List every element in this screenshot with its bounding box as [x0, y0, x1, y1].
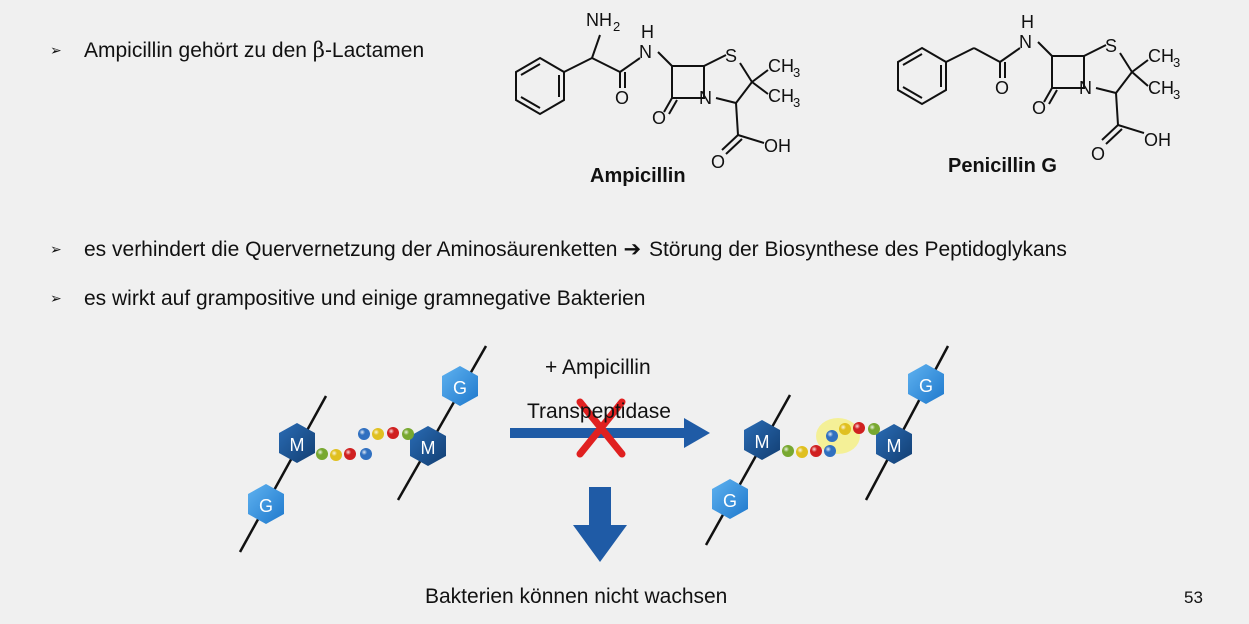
- m-node: M: [279, 423, 315, 463]
- bullet-text: es wirkt auf grampositive und einige gra…: [84, 287, 646, 310]
- crosslinked-structure: M G M G: [704, 345, 950, 546]
- atom-ch3: CH: [768, 56, 794, 76]
- atom-n-ring: N: [699, 88, 712, 108]
- plus-ampicillin-label: + Ampicillin: [545, 356, 651, 379]
- atom-s: S: [725, 46, 737, 66]
- atom-oh: OH: [764, 136, 791, 156]
- bullet-beta-lactam: ➢ Ampicillin gehört zu den β-Lactamen: [50, 37, 424, 64]
- atom-o-lactam: O: [652, 108, 666, 128]
- chemical-structures: NH 2 H N O O S CH 3 CH 3 N O OH H: [515, 10, 1180, 172]
- atom-o-amide: O: [615, 88, 629, 108]
- atom-ch3: CH: [1148, 46, 1174, 66]
- ampicillin-structure: [515, 34, 769, 155]
- atom-o-lactam: O: [1032, 98, 1046, 118]
- m-node: M: [744, 420, 780, 460]
- penicillin-g-structure: [897, 41, 1149, 145]
- bullet-text: es verhindert die Quervernetzung der Ami…: [84, 238, 618, 261]
- atom-ch3-subscript: 3: [1173, 87, 1180, 102]
- atom-ch3: CH: [1148, 78, 1174, 98]
- atom-n: N: [639, 42, 652, 62]
- atom-n-ring: N: [1079, 78, 1092, 98]
- ampicillin-label: Ampicillin: [590, 165, 686, 187]
- g-node-label: G: [723, 491, 737, 511]
- atom-nh2: NH: [586, 10, 612, 30]
- atom-s: S: [1105, 36, 1117, 56]
- bullet-text: Ampicillin gehört zu den: [84, 39, 313, 62]
- atom-oh: OH: [1144, 130, 1171, 150]
- peptide-chain-upper: [358, 427, 414, 440]
- g-node: G: [248, 484, 284, 524]
- bullet-spectrum: ➢ es wirkt auf grampositive und einige gr…: [50, 285, 645, 312]
- bullet-marker: ➢: [50, 290, 62, 306]
- atom-o-acid: O: [1091, 144, 1105, 164]
- m-node-label: M: [290, 435, 305, 455]
- g-node-label: G: [259, 496, 273, 516]
- atom-h: H: [641, 22, 654, 42]
- peptide-chain-crosslinked: [782, 422, 880, 458]
- page-number: 53: [1184, 588, 1203, 607]
- transpeptidase-label: Transpeptidase: [527, 400, 671, 423]
- g-node-label: G: [919, 376, 933, 396]
- bullet-text-consequence: Störung der Biosynthese des Peptidoglyka…: [648, 238, 1067, 261]
- m-node-label: M: [887, 436, 902, 456]
- atom-ch3-subscript: 3: [1173, 55, 1180, 70]
- atom-ch3-subscript: 3: [793, 65, 800, 80]
- down-arrow: [573, 487, 627, 562]
- atom-n: N: [1019, 32, 1032, 52]
- penicillin-g-label: Penicillin G: [948, 155, 1057, 177]
- m-node: M: [410, 426, 446, 466]
- atom-o-amide: O: [995, 78, 1009, 98]
- bullet-text-suffix: -Lactamen: [324, 39, 425, 62]
- g-node-label: G: [453, 378, 467, 398]
- g-node: G: [908, 364, 944, 404]
- blocked-cross-icon: [576, 398, 626, 458]
- penicillin-g-atom-labels: H N O O S CH 3 CH 3 N O OH: [995, 12, 1180, 164]
- atom-o-acid: O: [711, 152, 725, 172]
- atom-nh2-subscript: 2: [613, 19, 620, 34]
- ampicillin-atom-labels: NH 2 H N O O S CH 3 CH 3 N O OH: [586, 10, 800, 172]
- bullet-marker: ➢: [50, 42, 62, 58]
- atom-ch3: CH: [768, 86, 794, 106]
- m-node-label: M: [755, 432, 770, 452]
- m-node: M: [876, 424, 912, 464]
- atom-h: H: [1021, 12, 1034, 32]
- right-arrow-icon: ➔: [623, 238, 642, 261]
- uncrosslinked-structure: M G M G: [238, 345, 488, 553]
- bullet-marker: ➢: [50, 241, 62, 257]
- m-node-label: M: [421, 438, 436, 458]
- g-node: G: [442, 366, 478, 406]
- beta-symbol: β: [312, 38, 325, 62]
- bullet-crosslink: ➢ es verhindert die Quervernetzung der Am…: [50, 236, 1067, 263]
- peptide-chain-lower: [316, 448, 372, 461]
- g-node: G: [712, 479, 748, 519]
- result-label: Bakterien können nicht wachsen: [425, 585, 728, 608]
- atom-ch3-subscript: 3: [793, 95, 800, 110]
